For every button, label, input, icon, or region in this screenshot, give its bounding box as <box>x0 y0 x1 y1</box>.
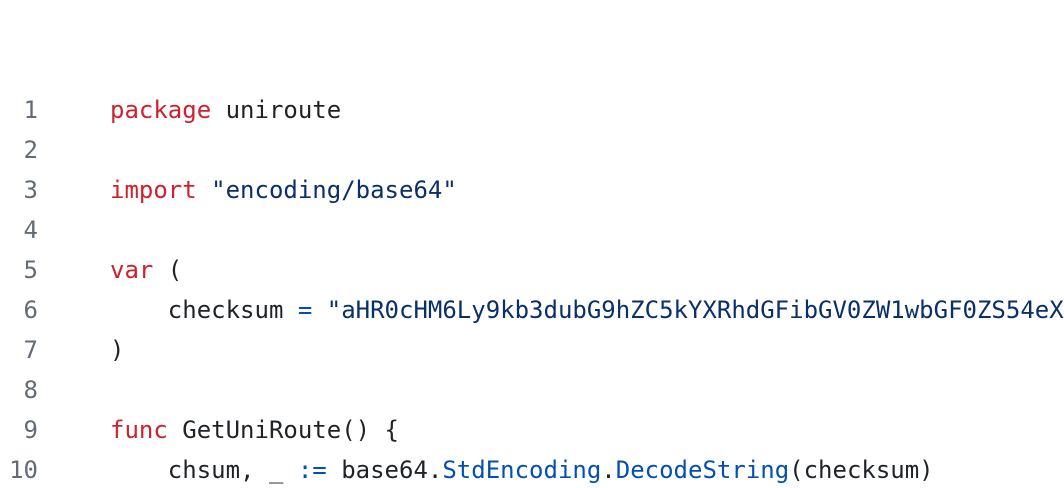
token-entity: StdEncoding <box>442 456 602 484</box>
token-plain: ) <box>110 336 125 364</box>
line-number[interactable]: 10 <box>9 456 38 484</box>
token-plain: checksum <box>110 296 298 324</box>
line-number[interactable]: 3 <box>23 176 38 204</box>
code-text: package uniroute <box>110 90 341 130</box>
code-text: func GetUniRoute() { <box>110 410 399 450</box>
code-text: import "encoding/base64" <box>110 170 457 210</box>
code-text: chsum, _ := base64.StdEncoding.DecodeStr… <box>110 450 934 488</box>
code-line: 8 <box>0 370 1064 410</box>
token-plain <box>197 176 211 204</box>
code-line: 5 var ( <box>0 250 1064 290</box>
token-plain: chsum, _ <box>110 456 298 484</box>
token-plain: GetUniRoute() { <box>167 416 399 444</box>
line-number[interactable]: 8 <box>23 376 38 404</box>
line-number[interactable]: 1 <box>23 96 38 124</box>
code-line: 6 checksum = "aHR0cHM6Ly9kb3dubG9hZC5kYX… <box>0 290 1064 330</box>
token-keyword: import <box>110 176 197 204</box>
code-line: 3 import "encoding/base64" <box>0 170 1064 210</box>
token-entity: := <box>297 456 327 484</box>
token-keyword: package <box>110 96 212 124</box>
code-line: 1 package uniroute <box>0 90 1064 130</box>
token-keyword: var <box>110 256 154 284</box>
code-text: var ( <box>110 250 182 290</box>
token-keyword: func <box>110 416 168 444</box>
line-number[interactable]: 4 <box>23 216 38 244</box>
code-line: 7) <box>0 330 1064 370</box>
code-line: 2 <box>0 130 1064 170</box>
line-number[interactable]: 6 <box>23 296 38 324</box>
token-entity: = <box>297 296 313 324</box>
token-plain: ( <box>153 256 183 284</box>
token-string: "encoding/base64" <box>211 176 457 204</box>
token-string: "aHR0cHM6Ly9kb3dubG9hZC5kYXRhdGFibGV0ZW1… <box>326 296 1064 324</box>
code-text: checksum = "aHR0cHM6Ly9kb3dubG9hZC5kYXRh… <box>110 290 1064 330</box>
code-line: 10 chsum, _ := base64.StdEncoding.Decode… <box>0 450 1064 488</box>
line-number[interactable]: 5 <box>23 256 38 284</box>
token-plain: base64. <box>326 456 443 484</box>
line-number[interactable]: 7 <box>23 336 38 364</box>
code-line: 9 func GetUniRoute() { <box>0 410 1064 450</box>
token-plain: (checksum) <box>789 456 934 484</box>
line-number[interactable]: 9 <box>23 416 38 444</box>
code-line: 4 <box>0 210 1064 250</box>
code-text: ) <box>110 330 124 370</box>
token-entity: DecodeString <box>615 456 790 484</box>
token-plain: uniroute <box>211 96 342 124</box>
line-number[interactable]: 2 <box>23 136 38 164</box>
code-lines: 1 package uniroute 2 3 import "encoding/base… <box>0 90 1064 488</box>
token-plain: . <box>601 456 616 484</box>
token-plain <box>312 296 326 324</box>
